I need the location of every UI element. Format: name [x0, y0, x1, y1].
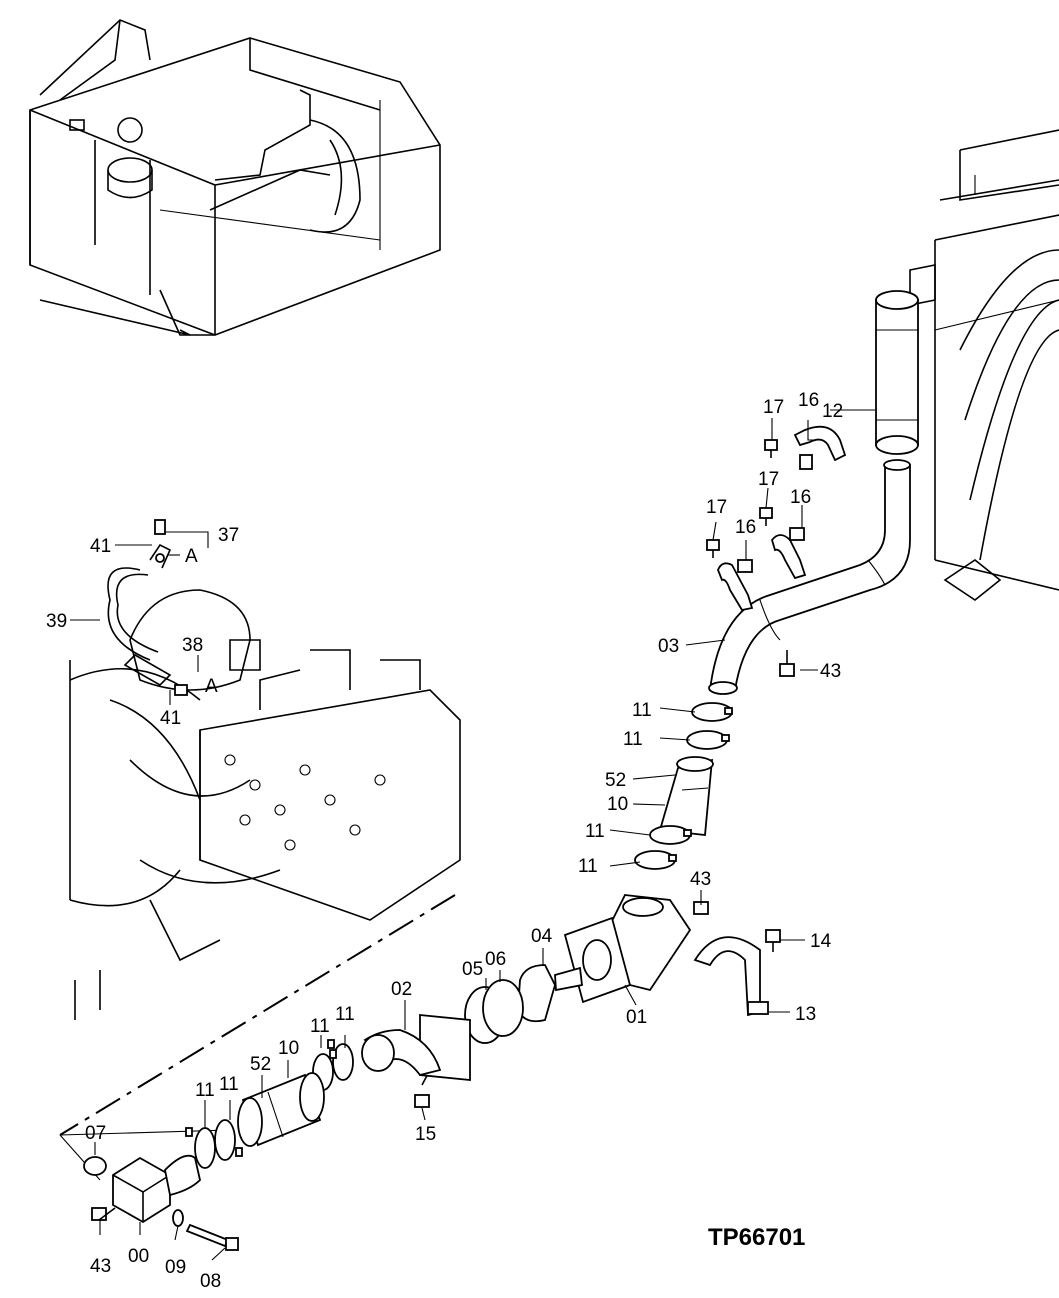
- callout-11-a: 11: [632, 700, 652, 721]
- callout-11-g: 11: [195, 1080, 215, 1101]
- clamp-11-upper-d: [634, 850, 677, 870]
- bolt-17-upper: [764, 439, 778, 458]
- callout-leaders: [70, 409, 875, 1261]
- callout-05: 05: [462, 959, 483, 980]
- bolt-43-block: [91, 1207, 116, 1221]
- callout-11-b: 11: [623, 729, 643, 750]
- callout-39: 39: [46, 611, 67, 632]
- elbow-01: [563, 894, 692, 1004]
- callout-02: 02: [391, 979, 412, 1000]
- callout-11-e: 11: [310, 1016, 330, 1037]
- callout-01: 01: [626, 1007, 647, 1028]
- clamp-16-upper: [793, 425, 847, 470]
- callout-A-lower: A: [205, 676, 218, 697]
- washer-09: [172, 1209, 184, 1227]
- callout-16-upper: 16: [798, 390, 819, 411]
- hose-52-lower: [237, 1072, 325, 1147]
- callout-labels: 12 16 17 17 16 17 16 03 43 11 11 52 10 1…: [46, 390, 843, 1292]
- callout-11-f: 11: [335, 1004, 355, 1025]
- clamp-11-upper-a: [691, 702, 733, 722]
- hose-52-upper: [658, 756, 714, 836]
- callout-09: 09: [165, 1257, 186, 1278]
- gasket-06: [482, 979, 524, 1037]
- control-valve-illustration: [69, 543, 461, 1020]
- oring-07: [83, 1156, 107, 1176]
- callout-16-middle: 16: [790, 487, 811, 508]
- pipe-03: [708, 459, 911, 695]
- callout-43-elbow: 43: [690, 869, 711, 890]
- callout-38: 38: [182, 635, 203, 656]
- callout-16-lower: 16: [735, 517, 756, 538]
- callout-43-pipe: 43: [820, 661, 841, 682]
- clamp-11-upper-b: [686, 730, 730, 750]
- valve-ports: [224, 754, 386, 851]
- callout-00: 00: [128, 1246, 149, 1267]
- callout-11-h: 11: [219, 1074, 239, 1095]
- callout-08: 08: [200, 1271, 221, 1292]
- callout-17-upper: 17: [763, 397, 784, 418]
- callout-07: 07: [85, 1123, 106, 1144]
- adapter-block-00: [112, 1154, 201, 1224]
- callout-11-c: 11: [585, 821, 605, 842]
- callout-A-upper: A: [185, 546, 198, 567]
- callout-10-lower: 10: [278, 1038, 299, 1059]
- clamp-16-lower: [717, 559, 754, 612]
- callout-10-upper: 10: [607, 794, 628, 815]
- clamp-16-middle: [771, 527, 807, 580]
- callout-52-lower: 52: [250, 1054, 271, 1075]
- clamp-11-lower-a: [329, 1043, 354, 1081]
- clamp-11-lower-d: [185, 1127, 216, 1169]
- hose-12: [875, 290, 919, 455]
- drawing-code: TP66701: [708, 1224, 805, 1251]
- bolt-43-pipe: [779, 650, 795, 677]
- callout-13: 13: [795, 1004, 816, 1025]
- callout-17-middle: 17: [758, 469, 779, 490]
- callout-04: 04: [531, 926, 553, 947]
- callout-17-lower: 17: [706, 497, 727, 518]
- callout-12: 12: [822, 401, 843, 422]
- bolt-17-lower: [706, 539, 720, 558]
- bolt-08: [185, 1223, 239, 1251]
- callout-15: 15: [415, 1124, 436, 1145]
- bolt-14: [765, 929, 781, 952]
- callout-11-d: 11: [578, 856, 598, 877]
- bracket-13: [693, 936, 769, 1017]
- callout-43-block: 43: [90, 1256, 111, 1277]
- machine-overview-illustration: [29, 19, 441, 336]
- clamp-11-upper-c: [649, 825, 692, 845]
- radiator-assembly-illustration: [909, 129, 1059, 601]
- callout-41-upper: 41: [90, 536, 111, 557]
- callout-41-lower: 41: [160, 708, 181, 729]
- elbow-02: [361, 1014, 471, 1081]
- callout-03: 03: [658, 636, 679, 657]
- callout-52-upper: 52: [605, 770, 626, 791]
- hose-39: [154, 519, 188, 696]
- callout-14: 14: [810, 931, 832, 952]
- callout-37: 37: [218, 525, 239, 546]
- bolt-17-middle: [759, 507, 773, 526]
- plug-04: [517, 964, 583, 1023]
- callout-06: 06: [485, 949, 506, 970]
